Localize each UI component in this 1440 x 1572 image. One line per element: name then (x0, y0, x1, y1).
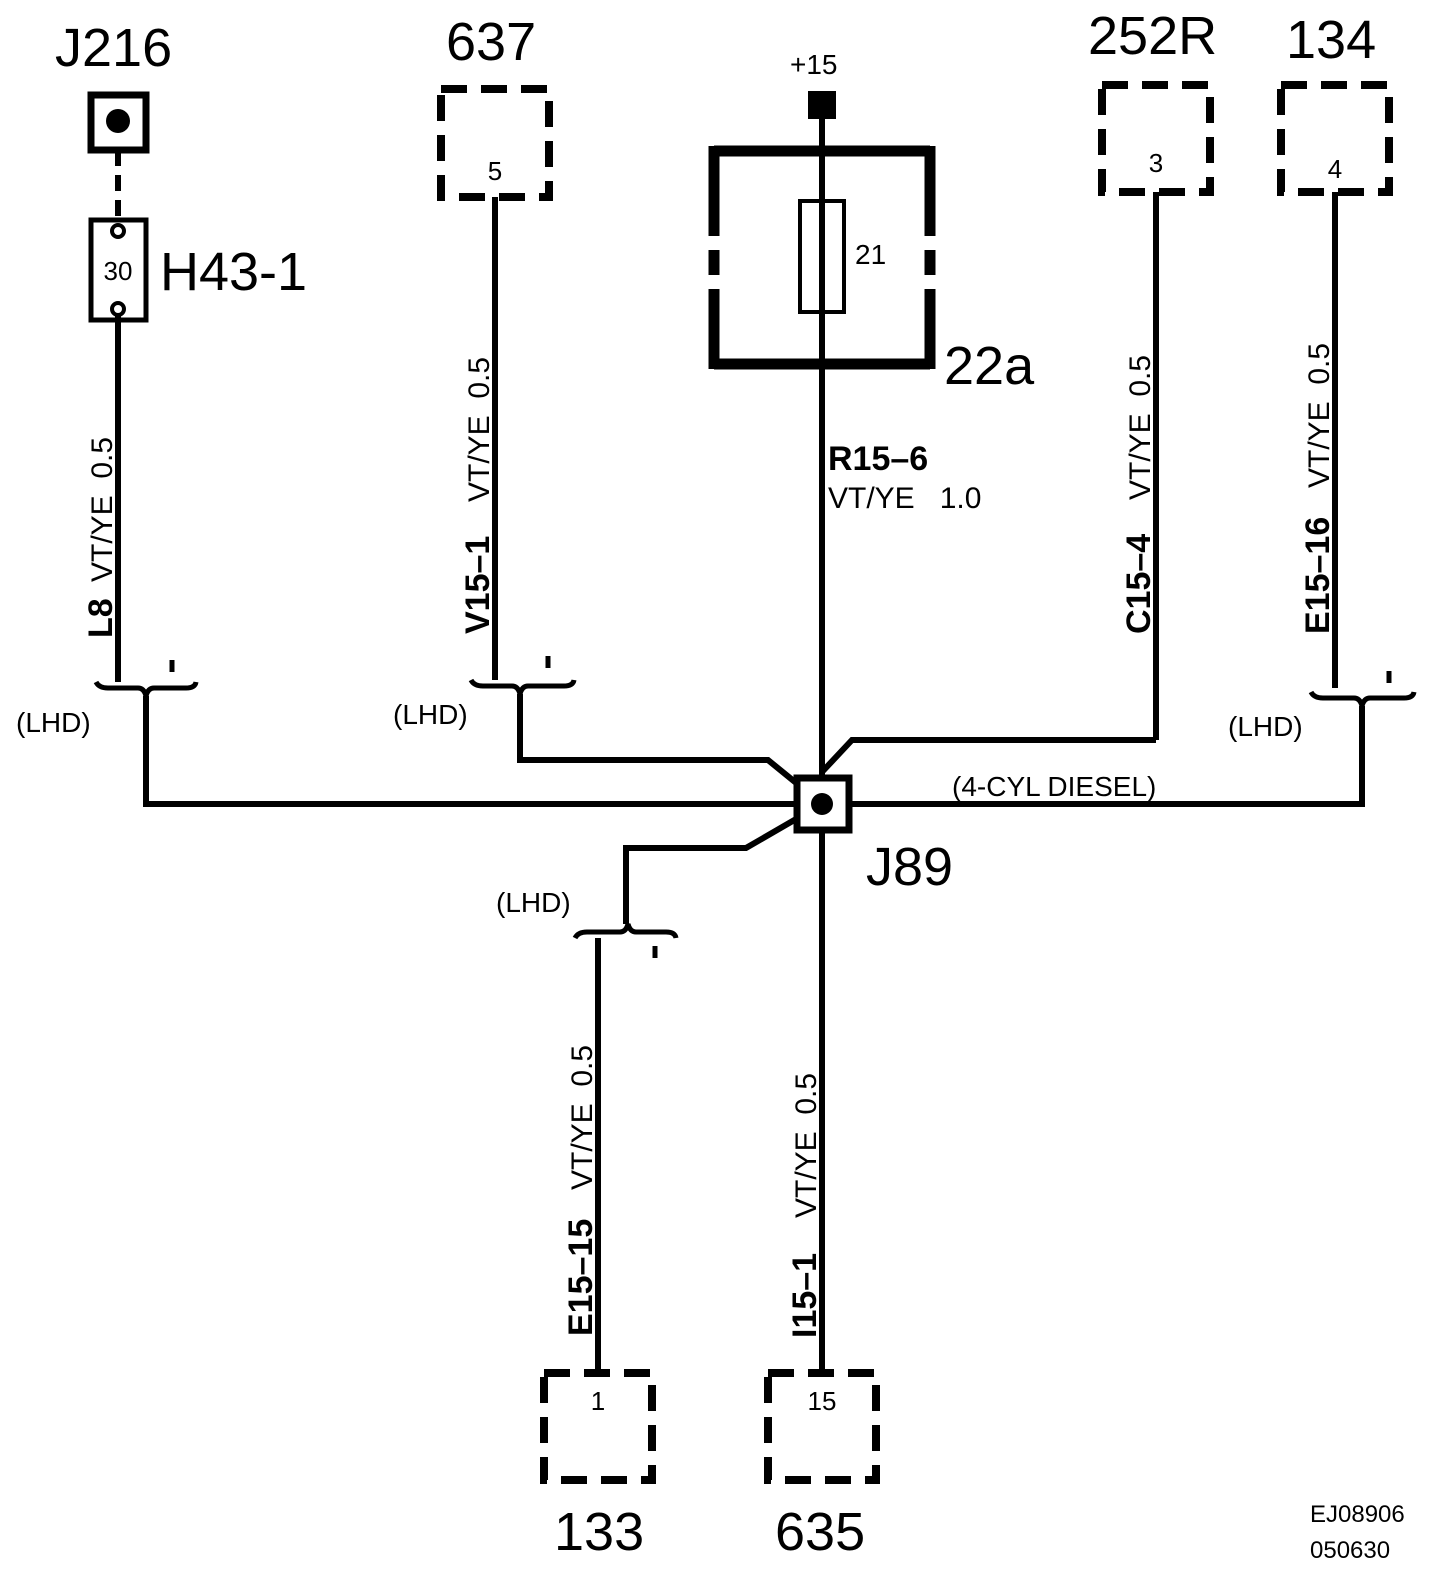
wire-e15-16-spec: VT/YE 0.5 (1303, 343, 1336, 488)
h43-connector (88, 217, 149, 323)
wire-c15-4-name: C15–4 (1120, 534, 1158, 634)
c637-label: 637 (446, 12, 536, 72)
c637-pin-label: 5 (488, 156, 502, 186)
plus15-label: +15 (790, 49, 838, 80)
wire-label-l8: L8 VT/YE 0.5 (82, 437, 120, 638)
c133-label: 133 (554, 1502, 644, 1562)
plus15-terminal (808, 91, 836, 119)
splice-j89 (793, 774, 853, 834)
wire-label-v15-1: V15–1 VT/YE 0.5 (459, 357, 497, 634)
j89-label: J89 (866, 837, 953, 897)
bracket-l8 (93, 660, 199, 697)
c635-label: 635 (775, 1502, 865, 1562)
c134-pin-label: 4 (1328, 154, 1342, 184)
connector-133 (540, 1369, 656, 1484)
c252r-pin-label: 3 (1149, 148, 1163, 178)
bracket-e15-15 (572, 923, 679, 958)
wire-l8-spec: VT/YE 0.5 (86, 437, 119, 582)
wire-l8-name: L8 (82, 598, 120, 638)
c133-pin-label: 1 (591, 1386, 605, 1416)
lhd-note-v15: (LHD) (393, 699, 468, 730)
wire-label-i15-1: I15–1 VT/YE 0.5 (786, 1073, 824, 1338)
wire-i15-1-spec: VT/YE 0.5 (790, 1073, 823, 1218)
wire-v15-1-name: V15–1 (459, 536, 497, 634)
wire-label-c15-4: C15–4 VT/YE 0.5 (1120, 355, 1158, 634)
c635-pin-label: 15 (808, 1386, 837, 1416)
wire-i15-1-name: I15–1 (786, 1253, 824, 1338)
wire-c15-4-spec: VT/YE 0.5 (1124, 355, 1157, 500)
diagram-date: 050630 (1310, 1537, 1390, 1564)
wire-e15-15-spec: VT/YE 0.5 (566, 1045, 599, 1190)
connector-637 (437, 85, 553, 201)
c252r-label: 252R (1088, 6, 1217, 66)
lhd-note-e15-16: (LHD) (1228, 711, 1303, 742)
wire-r15-6-spec: VT/YE 1.0 (828, 482, 981, 515)
wire-e15-16-name: E15–16 (1299, 517, 1337, 634)
branch-wires (143, 694, 1365, 924)
bracket-e15-16 (1308, 671, 1417, 707)
wire-v15-1-spec: VT/YE 0.5 (463, 357, 496, 502)
j216-terminal (87, 91, 150, 154)
bracket-v15 (468, 656, 577, 695)
j216-label: J216 (55, 18, 172, 78)
fuse-21-label: 21 (855, 239, 886, 270)
wire-label-e15-15: E15–15 VT/YE 0.5 (562, 1045, 600, 1336)
diesel-note: (4-CYL DIESEL) (952, 771, 1156, 802)
connector-252r (1098, 81, 1214, 196)
fusebox-22a-label: 22a (944, 336, 1035, 396)
h43-label: H43-1 (160, 242, 307, 302)
connector-635 (764, 1369, 880, 1484)
connector-134 (1277, 81, 1393, 196)
c134-label: 134 (1286, 10, 1376, 70)
lhd-note-l8: (LHD) (16, 707, 91, 738)
lhd-note-e15-15: (LHD) (496, 887, 571, 918)
wire-e15-15-name: E15–15 (562, 1219, 600, 1336)
h43-pin-label: 30 (104, 256, 133, 286)
wire-r15-6-name: R15–6 (828, 440, 928, 478)
diagram-code: EJ08906 (1310, 1501, 1405, 1528)
wire-label-e15-16: E15–16 VT/YE 0.5 (1299, 343, 1337, 634)
